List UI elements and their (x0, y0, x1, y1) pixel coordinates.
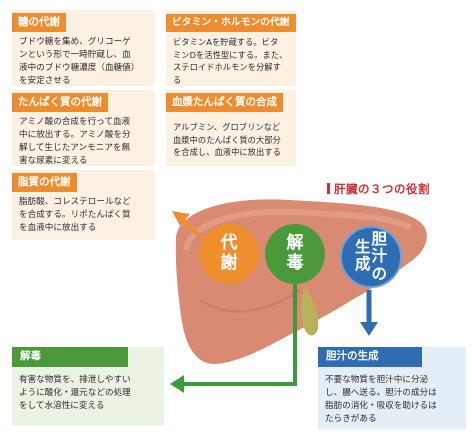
text-line: 有害な物質を、排泄しやすい (19, 374, 131, 385)
text-line: アルブミン、グロブリンなど (173, 122, 281, 133)
diagram-title-text: 肝臓の３つの役割 (334, 182, 430, 196)
detox-text: 有害な物質を、排泄しやすい ように酸化・還元などの処理 をして水溶性に変える (12, 367, 164, 418)
circle-char: 代 (220, 233, 238, 254)
text-line: 脂肪酸、コレステロールなど (19, 197, 131, 208)
text-line: アミノ酸の合成を行って血液 (19, 117, 131, 128)
detoxification-circle: 解 毒 (265, 224, 325, 284)
sugar-metabolism-box: 糖の代謝 ブドウ糖を集め、グリコーゲ ンという形で一時貯蔵し、血 液中のブドウ糖… (12, 10, 155, 86)
text-line: を合成する。リポたんぱく質 (19, 210, 131, 221)
vitamin-hormone-box: ビタミン・ホルモンの代謝 ビタミンAを貯蔵する。ビタ ミンDを活性型にする。また… (166, 10, 296, 86)
detox-arrow (182, 284, 297, 386)
bile-production-box: 胆汁の生成 不要な物質を胆汁中に分泌 し、腸へ送る。胆汁の成分は 脂肪の消化・吸… (318, 347, 466, 429)
text-line: ミンDを活性型にする。また、 (173, 49, 288, 60)
text-line: ステロイドホルモンを分解す (173, 62, 281, 73)
diagram-title: 肝臓の３つの役割 (327, 181, 430, 197)
text-line: を血液中に放出する (19, 223, 97, 234)
lipid-metabolism-text: 脂肪酸、コレステロールなど を合成する。リポたんぱく質 を血液中に放出する (12, 192, 155, 240)
text-line: ように酸化・還元などの処理 (19, 387, 131, 398)
circle-char: 成 (354, 255, 371, 274)
bile-production-heading: 胆汁の生成 (318, 347, 422, 367)
text-line: をして水溶性に変える (19, 400, 105, 411)
sugar-metabolism-heading: 糖の代謝 (12, 13, 66, 33)
text-line: ブドウ糖を集め、グリコーゲ (19, 37, 131, 48)
text-line: 害な尿素に変える (19, 156, 88, 167)
lipid-metabolism-box: 脂質の代謝 脂肪酸、コレステロールなど を合成する。リポたんぱく質 を血液中に放… (12, 170, 155, 240)
text-line: 血漿中のたんぱく質の大部分 (173, 134, 281, 145)
text-line: る (173, 75, 182, 86)
lipid-metabolism-heading: 脂質の代謝 (12, 173, 77, 193)
gallbladder-illustration (301, 286, 319, 336)
protein-metabolism-box: たんぱく質の代謝 アミノ酸の合成を行って血液 中に放出する。アミノ酸を分 解して… (12, 90, 155, 166)
plasma-protein-heading: 血漿たんぱく質の合成 (166, 93, 283, 113)
metabolism-arrow (180, 218, 202, 238)
text-line: し、腸へ送る。胆汁の成分は (325, 387, 437, 398)
text-line: 中に放出する。アミノ酸を分 (19, 130, 131, 141)
detox-box: 解毒 有害な物質を、排泄しやすい ように酸化・還元などの処理 をして水溶性に変え… (12, 347, 164, 425)
text-line: 解して生じたアンモニアを無 (19, 143, 131, 154)
text-line: ビタミンAを貯蔵する。ビタ (173, 37, 279, 48)
text-line: 不要な物質を胆汁中に分泌 (325, 374, 429, 385)
text-line: たらきがある (325, 413, 377, 424)
sugar-metabolism-text: ブドウ糖を集め、グリコーゲ ンという形で一時貯蔵し、血 液中のブドウ糖濃度（血糖… (12, 32, 155, 93)
metabolism-circle: 代 謝 (199, 224, 259, 284)
plasma-protein-text: アルブミン、グロブリンなど 血漿中のたんぱく質の大部分 を合成し、血液中に放出す… (166, 112, 296, 164)
protein-metabolism-heading: たんぱく質の代謝 (12, 93, 108, 113)
vitamin-hormone-heading: ビタミン・ホルモンの代謝 (166, 14, 296, 33)
bile-production-text: 不要な物質を胆汁中に分泌 し、腸へ送る。胆汁の成分は 脂肪の消化・吸収を助けるは… (318, 367, 466, 431)
circle-char: の (371, 264, 388, 283)
text-line: ンという形で一時貯蔵し、血 (19, 50, 131, 61)
circle-char: 汁 (371, 247, 388, 266)
protein-metabolism-text: アミノ酸の合成を行って血液 中に放出する。アミノ酸を分 解して生じたアンモニアを… (12, 112, 155, 173)
text-line: 脂肪の消化・吸収を助けるは (325, 400, 437, 411)
text-line: を合成し、血液中に放出する (173, 147, 281, 158)
circle-char: 謝 (220, 253, 238, 273)
circle-char: 毒 (286, 253, 304, 273)
circle-char: 解 (286, 233, 304, 254)
detox-heading: 解毒 (12, 347, 128, 367)
vitamin-hormone-text: ビタミンAを貯蔵する。ビタ ミンDを活性型にする。また、 ステロイドホルモンを分… (166, 32, 296, 91)
circle-char: 生 (354, 238, 371, 257)
text-line: を安定させる (19, 76, 71, 87)
bile-production-circle: 生 成 胆 汁 の (340, 226, 402, 288)
circle-char: 胆 (371, 230, 388, 249)
text-line: 液中のブドウ糖濃度（血糖値） (19, 63, 140, 74)
plasma-protein-box: 血漿たんぱく質の合成 アルブミン、グロブリンなど 血漿中のたんぱく質の大部分 を… (166, 90, 296, 166)
